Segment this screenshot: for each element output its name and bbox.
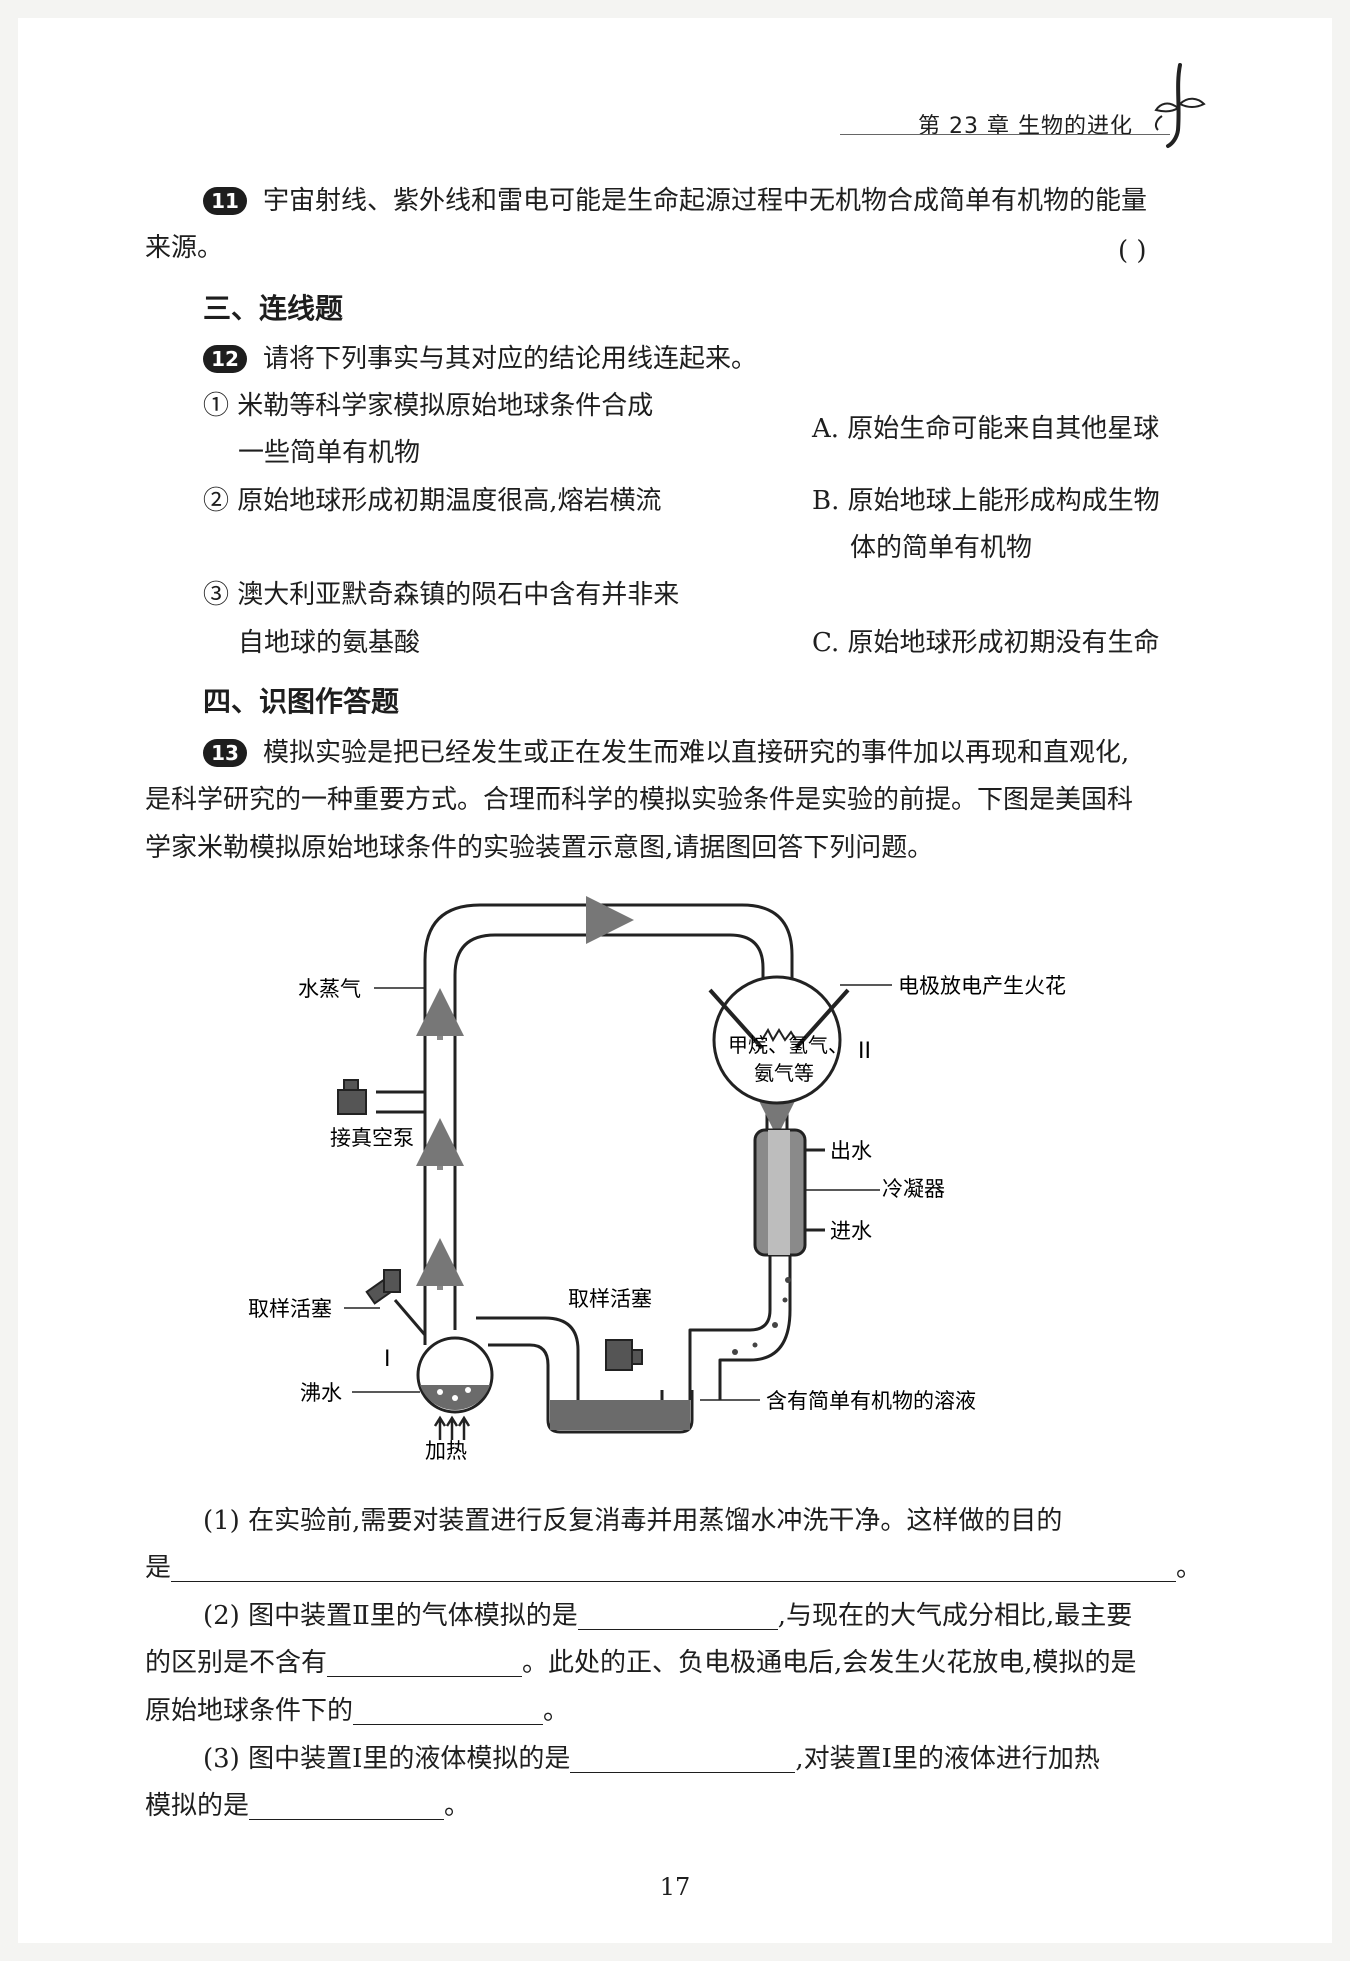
q12-stem-line: 12 请将下列事实与其对应的结论用线连起来。 — [203, 336, 757, 383]
answer-blank-2[interactable] — [577, 1599, 778, 1630]
sq3-part3: 模拟的是 — [145, 1791, 250, 1821]
droplets — [732, 1277, 791, 1355]
electrode-left — [708, 988, 764, 1050]
answer-blank-1[interactable] — [171, 1551, 1177, 1582]
q12-number-badge: 12 — [203, 345, 247, 373]
q12-conclusion-c: C. 原始地球形成初期没有生命 — [812, 628, 1160, 658]
sq3-line1: (3) 图中装置Ⅰ里的液体模拟的是 ,对装置Ⅰ里的液体进行加热 — [203, 1736, 1100, 1783]
q11-text-line2: 来源。 — [145, 233, 224, 263]
label-heating: 加热 — [425, 1439, 467, 1463]
label-gases-line2: 氨气等 — [754, 1061, 814, 1085]
q13-text-line3: 学家米勒模拟原始地球条件的实验装置示意图,请据图回答下列问题。 — [145, 833, 934, 863]
q12-stem: 请将下列事实与其对应的结论用线连起来。 — [263, 344, 758, 374]
q12-fact2-line1: ② 原始地球形成初期温度很高,熔岩横流 — [203, 486, 662, 516]
q11-number-badge: 11 — [203, 187, 247, 215]
q12-conclusion-b-line2: 体的简单有机物 — [850, 533, 1033, 563]
label-gases-line1: 甲烷、氢气、 — [728, 1033, 848, 1057]
sq1-line2: 是。 — [145, 1545, 1202, 1592]
heat-arrows-icon — [433, 1415, 471, 1440]
sq1-line2-end: 。 — [1176, 1553, 1203, 1583]
answer-blank-6[interactable] — [249, 1789, 445, 1820]
label-sampling-left: 取样活塞 — [248, 1297, 332, 1321]
label-electrode: 电极放电产生火花 — [898, 974, 1066, 998]
q11-line1: 11 宇宙射线、紫外线和雷电可能是生命起源过程中无机物合成简单有机物的能量 — [203, 178, 1147, 225]
q12-fact1-line2: 一些简单有机物 — [238, 438, 421, 468]
sq2-line2: 的区别是不含有 。此处的正、负电极通电后,会发生火花放电,模拟的是 — [145, 1640, 1137, 1687]
chapter-heading: 第 23 章 生物的进化 — [918, 114, 1133, 139]
sq2-line1: (2) 图中装置Ⅱ里的气体模拟的是 ,与现在的大气成分相比,最主要 — [203, 1593, 1132, 1640]
answer-blank-5[interactable] — [570, 1742, 796, 1773]
sq3-part4: 。 — [444, 1791, 471, 1821]
sq1-line1: (1) 在实验前,需要对装置进行反复消毒并用蒸馏水冲洗干净。这样做的目的 — [203, 1506, 1063, 1536]
sq3-part1: (3) 图中装置Ⅰ里的液体模拟的是 — [203, 1744, 571, 1774]
label-pump: 接真空泵 — [330, 1126, 414, 1150]
sq2-part5: 原始地球条件下的 — [145, 1696, 354, 1726]
sq3-part2: ,对装置Ⅰ里的液体进行加热 — [795, 1744, 1100, 1774]
q12-conclusion-b-line1: B. 原始地球上能形成构成生物 — [812, 486, 1160, 516]
section4-title: 四、识图作答题 — [203, 685, 400, 718]
label-water-in: 进水 — [830, 1219, 872, 1243]
label-sampling-mid: 取样活塞 — [568, 1287, 652, 1311]
section3-title: 三、连线题 — [203, 292, 344, 325]
miller-apparatus-diagram: 水蒸气 接真空泵 取样活塞 取样活塞 沸水 加热 I 电极放电产生火花 甲烷、氢… — [248, 896, 1066, 1463]
bubbles — [437, 1387, 471, 1401]
q13-text-line1: 模拟实验是把已经发生或正在发生而难以直接研究的事件加以再现和直观化, — [263, 738, 1130, 768]
q12-fact1-line1: ① 米勒等科学家模拟原始地球条件合成 — [203, 391, 654, 421]
q13-text-line2: 是科学研究的一种重要方式。合理而科学的模拟实验条件是实验的前提。下图是美国科 — [145, 785, 1134, 815]
sq2-part3: 的区别是不含有 — [145, 1648, 328, 1678]
label-flask-one: I — [384, 1347, 391, 1372]
q12-conclusion-a: A. 原始生命可能来自其他星球 — [812, 414, 1160, 444]
label-water-out: 出水 — [830, 1139, 872, 1163]
page-number: 17 — [659, 1873, 691, 1901]
label-flask-two: II — [858, 1039, 871, 1064]
sq3-line2: 模拟的是 。 — [145, 1783, 470, 1830]
q11-answer-paren: ( ) — [1118, 236, 1147, 266]
sq2-part1: (2) 图中装置Ⅱ里的气体模拟的是 — [203, 1601, 578, 1631]
organic-solution — [550, 1400, 690, 1430]
sq1-line2-start: 是 — [145, 1553, 172, 1583]
q12-fact3-line1: ③ 澳大利亚默奇森镇的陨石中含有并非来 — [203, 580, 680, 610]
answer-blank-4[interactable] — [353, 1694, 544, 1725]
answer-blank-3[interactable] — [327, 1646, 523, 1677]
sq2-part4: 。此处的正、负电极通电后,会发生火花放电,模拟的是 — [522, 1648, 1137, 1678]
q12-fact3-line2: 自地球的氨基酸 — [238, 628, 421, 658]
header-rule — [840, 134, 1170, 135]
flask-two — [712, 975, 842, 1105]
sampling-stopcock-left — [365, 1269, 401, 1305]
label-solution: 含有简单有机物的溶液 — [766, 1389, 976, 1413]
leader-lines — [344, 984, 892, 1401]
label-vapor: 水蒸气 — [298, 977, 361, 1001]
q13-number-badge: 13 — [203, 739, 247, 767]
vacuum-stopcock — [337, 1079, 367, 1115]
sq2-line3: 原始地球条件下的 。 — [145, 1688, 569, 1735]
sampling-stopcock-mid — [605, 1339, 643, 1371]
spark-icon — [761, 1027, 797, 1043]
q11-text-line1: 宇宙射线、紫外线和雷电可能是生命起源过程中无机物合成简单有机物的能量 — [263, 186, 1148, 216]
sq2-part2: ,与现在的大气成分相比,最主要 — [777, 1601, 1133, 1631]
label-boiling: 沸水 — [300, 1381, 342, 1405]
page — [18, 18, 1332, 1943]
electrode-right — [794, 988, 850, 1050]
orchid-decoration-icon — [1154, 63, 1206, 148]
sq2-part6: 。 — [543, 1696, 570, 1726]
q13-line1: 13 模拟实验是把已经发生或正在发生而难以直接研究的事件加以再现和直观化, — [203, 730, 1129, 777]
label-condenser: 冷凝器 — [882, 1177, 945, 1201]
